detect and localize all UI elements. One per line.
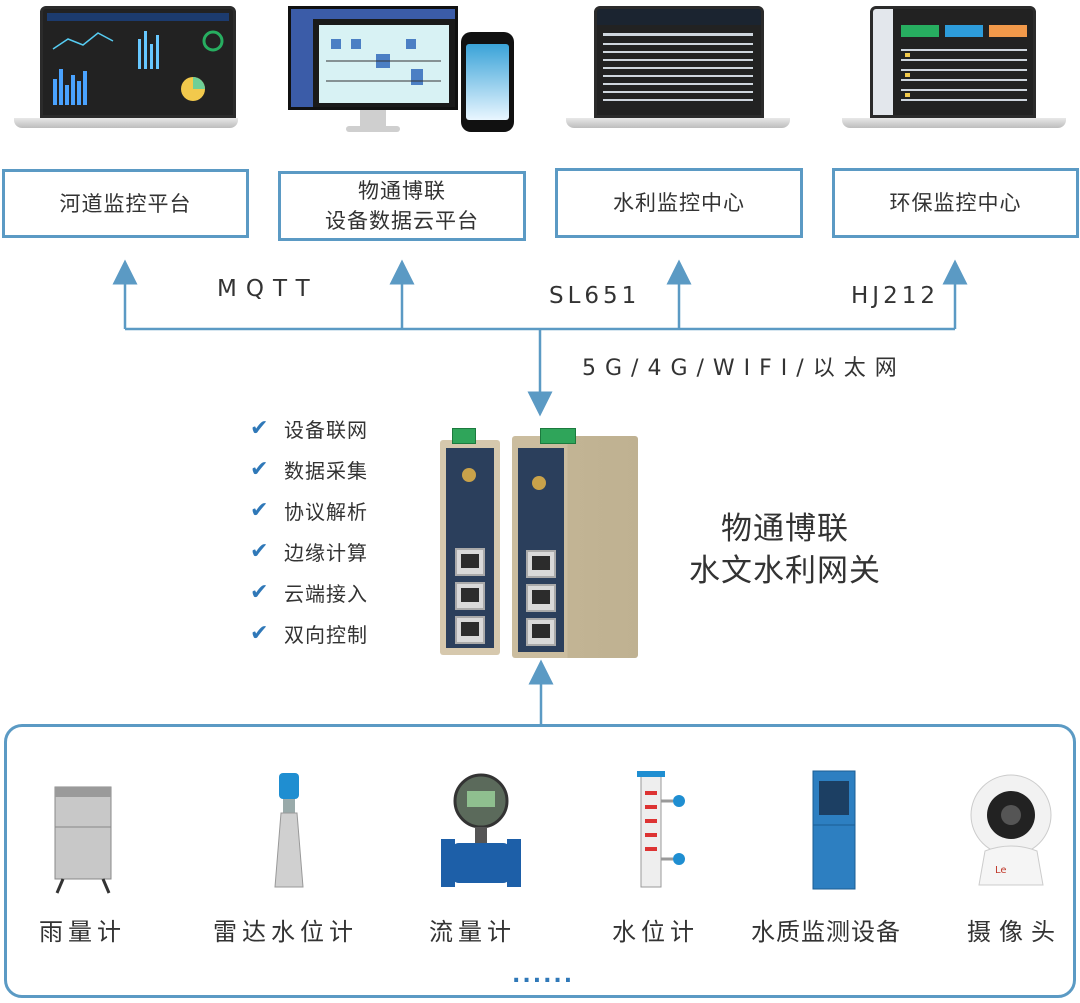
phone-app-image: [461, 32, 514, 132]
feature-label: 边缘计算: [284, 541, 368, 565]
gateway-brand: 物通博联: [721, 511, 849, 547]
feature-label: 协议解析: [284, 500, 368, 524]
sensor-label: 流量计: [429, 918, 516, 946]
platform-cloud: 物通博联 设备数据云平台: [278, 171, 526, 241]
gateway-name: 水文水利网关: [689, 553, 881, 589]
laptop-dashboard-image: [14, 6, 238, 130]
gateway-device-side: [512, 428, 638, 658]
feature-item: ✔ 边缘计算: [250, 537, 368, 566]
platform-label: 水利监控中心: [613, 191, 745, 215]
feature-label: 数据采集: [284, 459, 368, 483]
sensor-label: 雷达水位计: [213, 918, 358, 946]
feature-item: ✔ 数据采集: [250, 455, 368, 484]
more-indicator: ......: [512, 963, 575, 988]
flow-meter-image: [441, 773, 521, 887]
feature-item: ✔ 设备联网: [250, 414, 368, 443]
gateway-device-front: [440, 428, 500, 655]
protocol-label: HJ212: [851, 283, 939, 309]
water-quality-device-image: [812, 770, 856, 890]
laptop-water-center-image: [566, 6, 790, 130]
platform-river-monitor: 河道监控平台: [2, 169, 249, 238]
check-icon: ✔: [250, 539, 270, 564]
protocol-label: MQTT: [217, 276, 319, 302]
radar-level-gauge-image: [274, 773, 304, 888]
check-icon: ✔: [250, 498, 270, 523]
platform-label: 环保监控中心: [889, 191, 1022, 215]
check-icon: ✔: [250, 621, 270, 646]
monitor-scada-image: [288, 6, 458, 136]
sensor-panel: Le 雨量计 雷达水位计 流量计 水位计 水质监测设备 摄像头 ......: [4, 724, 1076, 998]
rain-gauge-image: [54, 786, 112, 894]
check-icon: ✔: [250, 580, 270, 605]
sensor-label: 水质监测设备: [751, 918, 901, 946]
sensor-label: 水位计: [612, 918, 699, 946]
sensor-label: 雨量计: [39, 918, 126, 946]
platform-env-center: 环保监控中心: [832, 168, 1079, 238]
feature-label: 设备联网: [284, 418, 368, 442]
check-icon: ✔: [250, 457, 270, 482]
check-icon: ✔: [250, 416, 270, 441]
gateway-title: 物通博联 水文水利网关: [680, 508, 890, 592]
feature-item: ✔ 协议解析: [250, 496, 368, 525]
feature-item: ✔ 双向控制: [250, 619, 368, 648]
platform-label: 物通博联: [358, 179, 446, 203]
camera-image: Le: [970, 774, 1052, 886]
feature-label: 双向控制: [284, 623, 368, 647]
sensor-label: 摄像头: [967, 918, 1063, 946]
feature-label: 云端接入: [284, 582, 368, 606]
laptop-env-center-image: [842, 6, 1066, 130]
svg-text:Le: Le: [995, 865, 1007, 876]
network-label: 5G/4G/WIFI/以太网: [582, 356, 906, 381]
water-level-gauge-image: [637, 771, 685, 888]
platform-label: 河道监控平台: [59, 191, 192, 216]
protocol-label: SL651: [549, 283, 641, 309]
platform-label: 设备数据云平台: [325, 209, 479, 233]
feature-item: ✔ 云端接入: [250, 578, 368, 607]
platform-water-center: 水利监控中心: [555, 168, 803, 238]
